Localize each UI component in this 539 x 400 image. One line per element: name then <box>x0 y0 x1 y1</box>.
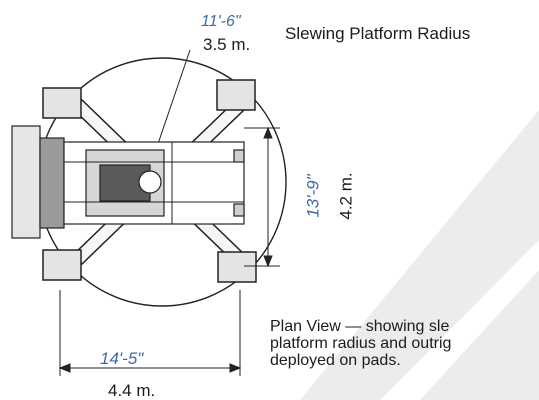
radius-caption-label: Slewing Platform Radius <box>285 24 471 43</box>
length-dimension <box>58 290 242 376</box>
radius-metric-label: 3.5 m. <box>203 35 251 54</box>
length-metric-label: 4.4 m. <box>108 381 156 400</box>
radius-imperial-label: 11'-6" <box>201 13 241 30</box>
outrigger-pads <box>42 79 257 283</box>
plan-view-caption: Plan View — showing sle platform radius … <box>270 318 452 369</box>
width-metric-label: 4.2 m. <box>336 172 356 220</box>
width-imperial-label: 13'-9" <box>303 174 323 218</box>
width-dimension <box>244 126 280 268</box>
watermark-shapes <box>300 110 539 400</box>
carrier-chassis <box>11 125 245 239</box>
length-imperial-label: 14'-5" <box>100 349 144 368</box>
